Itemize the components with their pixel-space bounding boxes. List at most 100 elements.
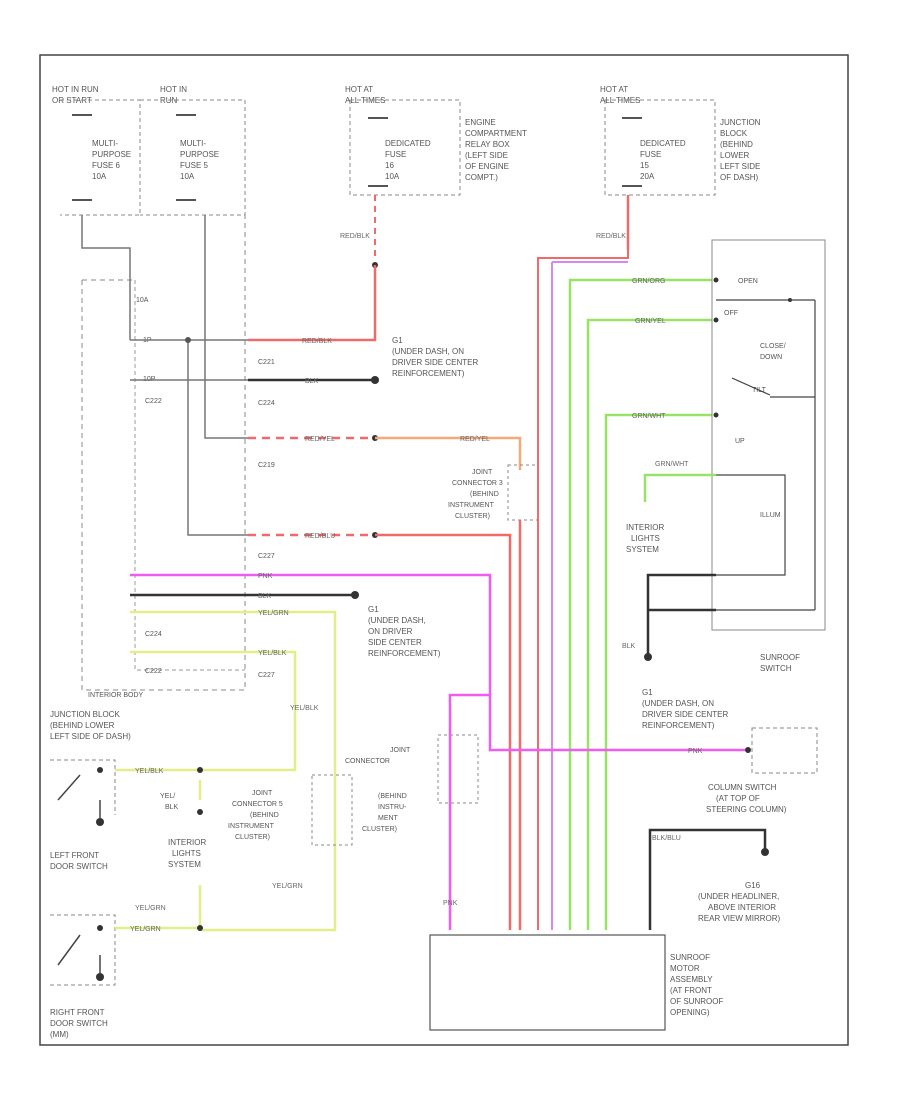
fuse1-feed xyxy=(81,215,131,340)
fuse1-name-4: 10A xyxy=(92,172,107,181)
joint3-line2: CONNECTOR 3 xyxy=(452,480,503,487)
joint-connector-5 xyxy=(311,774,353,846)
label-yel-grn-b: YEL/GRN xyxy=(272,883,303,890)
fuse3-name-1: DEDICATED xyxy=(385,139,431,148)
fuse4-loc-4: LOWER xyxy=(720,151,750,160)
ground-g1-dot xyxy=(371,376,379,384)
fuse1-name-3: FUSE 6 xyxy=(92,161,121,170)
switch-up: UP xyxy=(735,438,745,445)
sunroof-switch: OPEN OFF CLOSE/ DOWN TILT UP ILLUM SUNRO… xyxy=(711,239,826,673)
joint3-line1: JOINT xyxy=(472,469,493,476)
ground3-line4: REINFORCEMENT) xyxy=(642,721,715,730)
wire-grn-wht xyxy=(604,413,712,930)
motor-line3: ASSEMBLY xyxy=(670,975,713,984)
wire-pnk-main xyxy=(130,573,745,752)
right-door-1: RIGHT FRONT xyxy=(50,1008,105,1017)
joint-pink-2: CONNECTOR xyxy=(345,758,390,765)
fuse4-loc-5: LEFT SIDE xyxy=(720,162,760,171)
fuse1-name-1: MULTI- xyxy=(92,139,118,148)
fuse2-name-4: 10A xyxy=(180,172,195,181)
joint-pink-5: MENT xyxy=(378,815,399,822)
splice-188 xyxy=(185,337,191,343)
switch-off: OFF xyxy=(724,310,738,317)
fuse4-name-3: 15 xyxy=(640,161,649,170)
junction-pin-1: 10A xyxy=(136,297,149,304)
fuse1-hot-line2: OR START xyxy=(52,96,92,105)
ground2-line2: (UNDER DASH, xyxy=(368,616,426,625)
yel-blk-short-1: YEL/ xyxy=(160,793,175,800)
motor-line1: SUNROOF xyxy=(670,953,710,962)
ground-g1-mid-dot xyxy=(351,591,359,599)
ground3-line1: G1 xyxy=(642,688,653,697)
wire-blk-sunroof-ground xyxy=(646,573,716,655)
junction-c227: C227 xyxy=(258,553,275,560)
interior-lights-a-3: SYSTEM xyxy=(626,545,659,554)
fuse2-name-2: PURPOSE xyxy=(180,150,219,159)
wire-yel-grn-top xyxy=(130,610,337,932)
ground1-line4: REINFORCEMENT) xyxy=(392,369,465,378)
right-door-2: DOOR SWITCH xyxy=(50,1019,108,1028)
junction-c224b: C224 xyxy=(145,631,162,638)
junction-c222: C222 xyxy=(145,398,162,405)
switch-illum: ILLUM xyxy=(760,512,781,519)
joint-connector-pink xyxy=(437,734,479,804)
column-switch-3: STEERING COLUMN) xyxy=(706,805,787,814)
junction-to-c227 xyxy=(187,340,248,536)
label-yel-grn-right-top: YEL/GRN xyxy=(135,905,166,912)
interior-lights-b-1: INTERIOR xyxy=(168,838,206,847)
splice-200-770 xyxy=(197,767,203,773)
joint-pink-4: INSTRU- xyxy=(378,804,407,811)
label-grn-yel: GRN/YEL xyxy=(635,318,666,325)
right-front-door-switch: RIGHT FRONT DOOR SWITCH (MM) xyxy=(50,914,116,1039)
ground2-line4: SIDE CENTER xyxy=(368,638,422,647)
label-red-blk-fuse4: RED/BLK xyxy=(596,233,626,240)
fuse-box-3: HOT AT ALL TIMES DEDICATED FUSE 16 10A E… xyxy=(345,85,527,196)
right-door-3: (MM) xyxy=(50,1030,69,1039)
joint5-line5: CLUSTER) xyxy=(235,834,270,841)
joint-pink-1: JOINT xyxy=(390,747,411,754)
joint3-line4: INSTRUMENT xyxy=(448,502,495,509)
motor-line4: (AT FRONT xyxy=(670,986,712,995)
joint5-line4: INSTRUMENT xyxy=(228,823,275,830)
left-door-1: LEFT FRONT xyxy=(50,851,99,860)
joint5-line1: JOINT xyxy=(252,790,273,797)
fuse3-loc-2: COMPARTMENT xyxy=(465,129,527,138)
label-blk-sunroof: BLK xyxy=(622,643,636,650)
fuse-box-1: HOT IN RUN OR START MULTI- PURPOSE FUSE … xyxy=(52,85,141,216)
fuse3-hot-line1: HOT AT xyxy=(345,85,373,94)
wire-red-blk-c221 xyxy=(248,265,377,342)
motor-line5: OF SUNROOF xyxy=(670,997,723,1006)
motor-line6: OPENING) xyxy=(670,1008,710,1017)
label-pnk-1: PNK xyxy=(258,573,273,580)
junction-loc-3: LEFT SIDE OF DASH) xyxy=(50,732,131,741)
motor-line2: MOTOR xyxy=(670,964,700,973)
junction-c224: C224 xyxy=(258,400,275,407)
label-red-blk-c221: RED/BLK xyxy=(302,338,332,345)
label-red-blk-a-1: RED/BLK xyxy=(340,233,370,240)
joint3-line5: CLUSTER) xyxy=(455,513,490,520)
fuse2-hot-line1: HOT IN xyxy=(160,85,187,94)
label-red-yel-a: RED/YEL xyxy=(305,436,335,443)
ground2-line3: ON DRIVER xyxy=(368,627,413,636)
ground4-line3: ABOVE INTERIOR xyxy=(708,903,776,912)
fuse2-name-3: FUSE 5 xyxy=(180,161,209,170)
fuse2-feed xyxy=(204,215,248,439)
fuse4-loc-1: JUNCTION xyxy=(720,118,761,127)
left-front-door-switch: LEFT FRONT DOOR SWITCH xyxy=(50,759,116,871)
wire-grn-org xyxy=(568,278,712,930)
sunroof-switch-name-1: SUNROOF xyxy=(760,653,800,662)
fuse3-loc-6: COMPT.) xyxy=(465,173,498,182)
fuse1-hot-line1: HOT IN RUN xyxy=(52,85,99,94)
sunroof-motor-assembly: SUNROOF MOTOR ASSEMBLY (AT FRONT OF SUNR… xyxy=(429,934,723,1031)
wire-yel-blk xyxy=(130,650,297,772)
ground3-line2: (UNDER DASH, ON xyxy=(642,699,714,708)
junction-c227b: C227 xyxy=(258,672,275,679)
ground4-line2: (UNDER HEADLINER, xyxy=(698,892,779,901)
label-blk-blu: BLK/BLU xyxy=(652,835,681,842)
ground4-line1: G16 xyxy=(745,881,761,890)
splice-200-928 xyxy=(197,925,203,931)
junction-loc-1: JUNCTION BLOCK xyxy=(50,710,120,719)
fuse3-name-4: 10A xyxy=(385,172,400,181)
label-yel-blk-a: YEL/BLK xyxy=(258,650,287,657)
label-red-blu: RED/BLU xyxy=(305,533,335,540)
